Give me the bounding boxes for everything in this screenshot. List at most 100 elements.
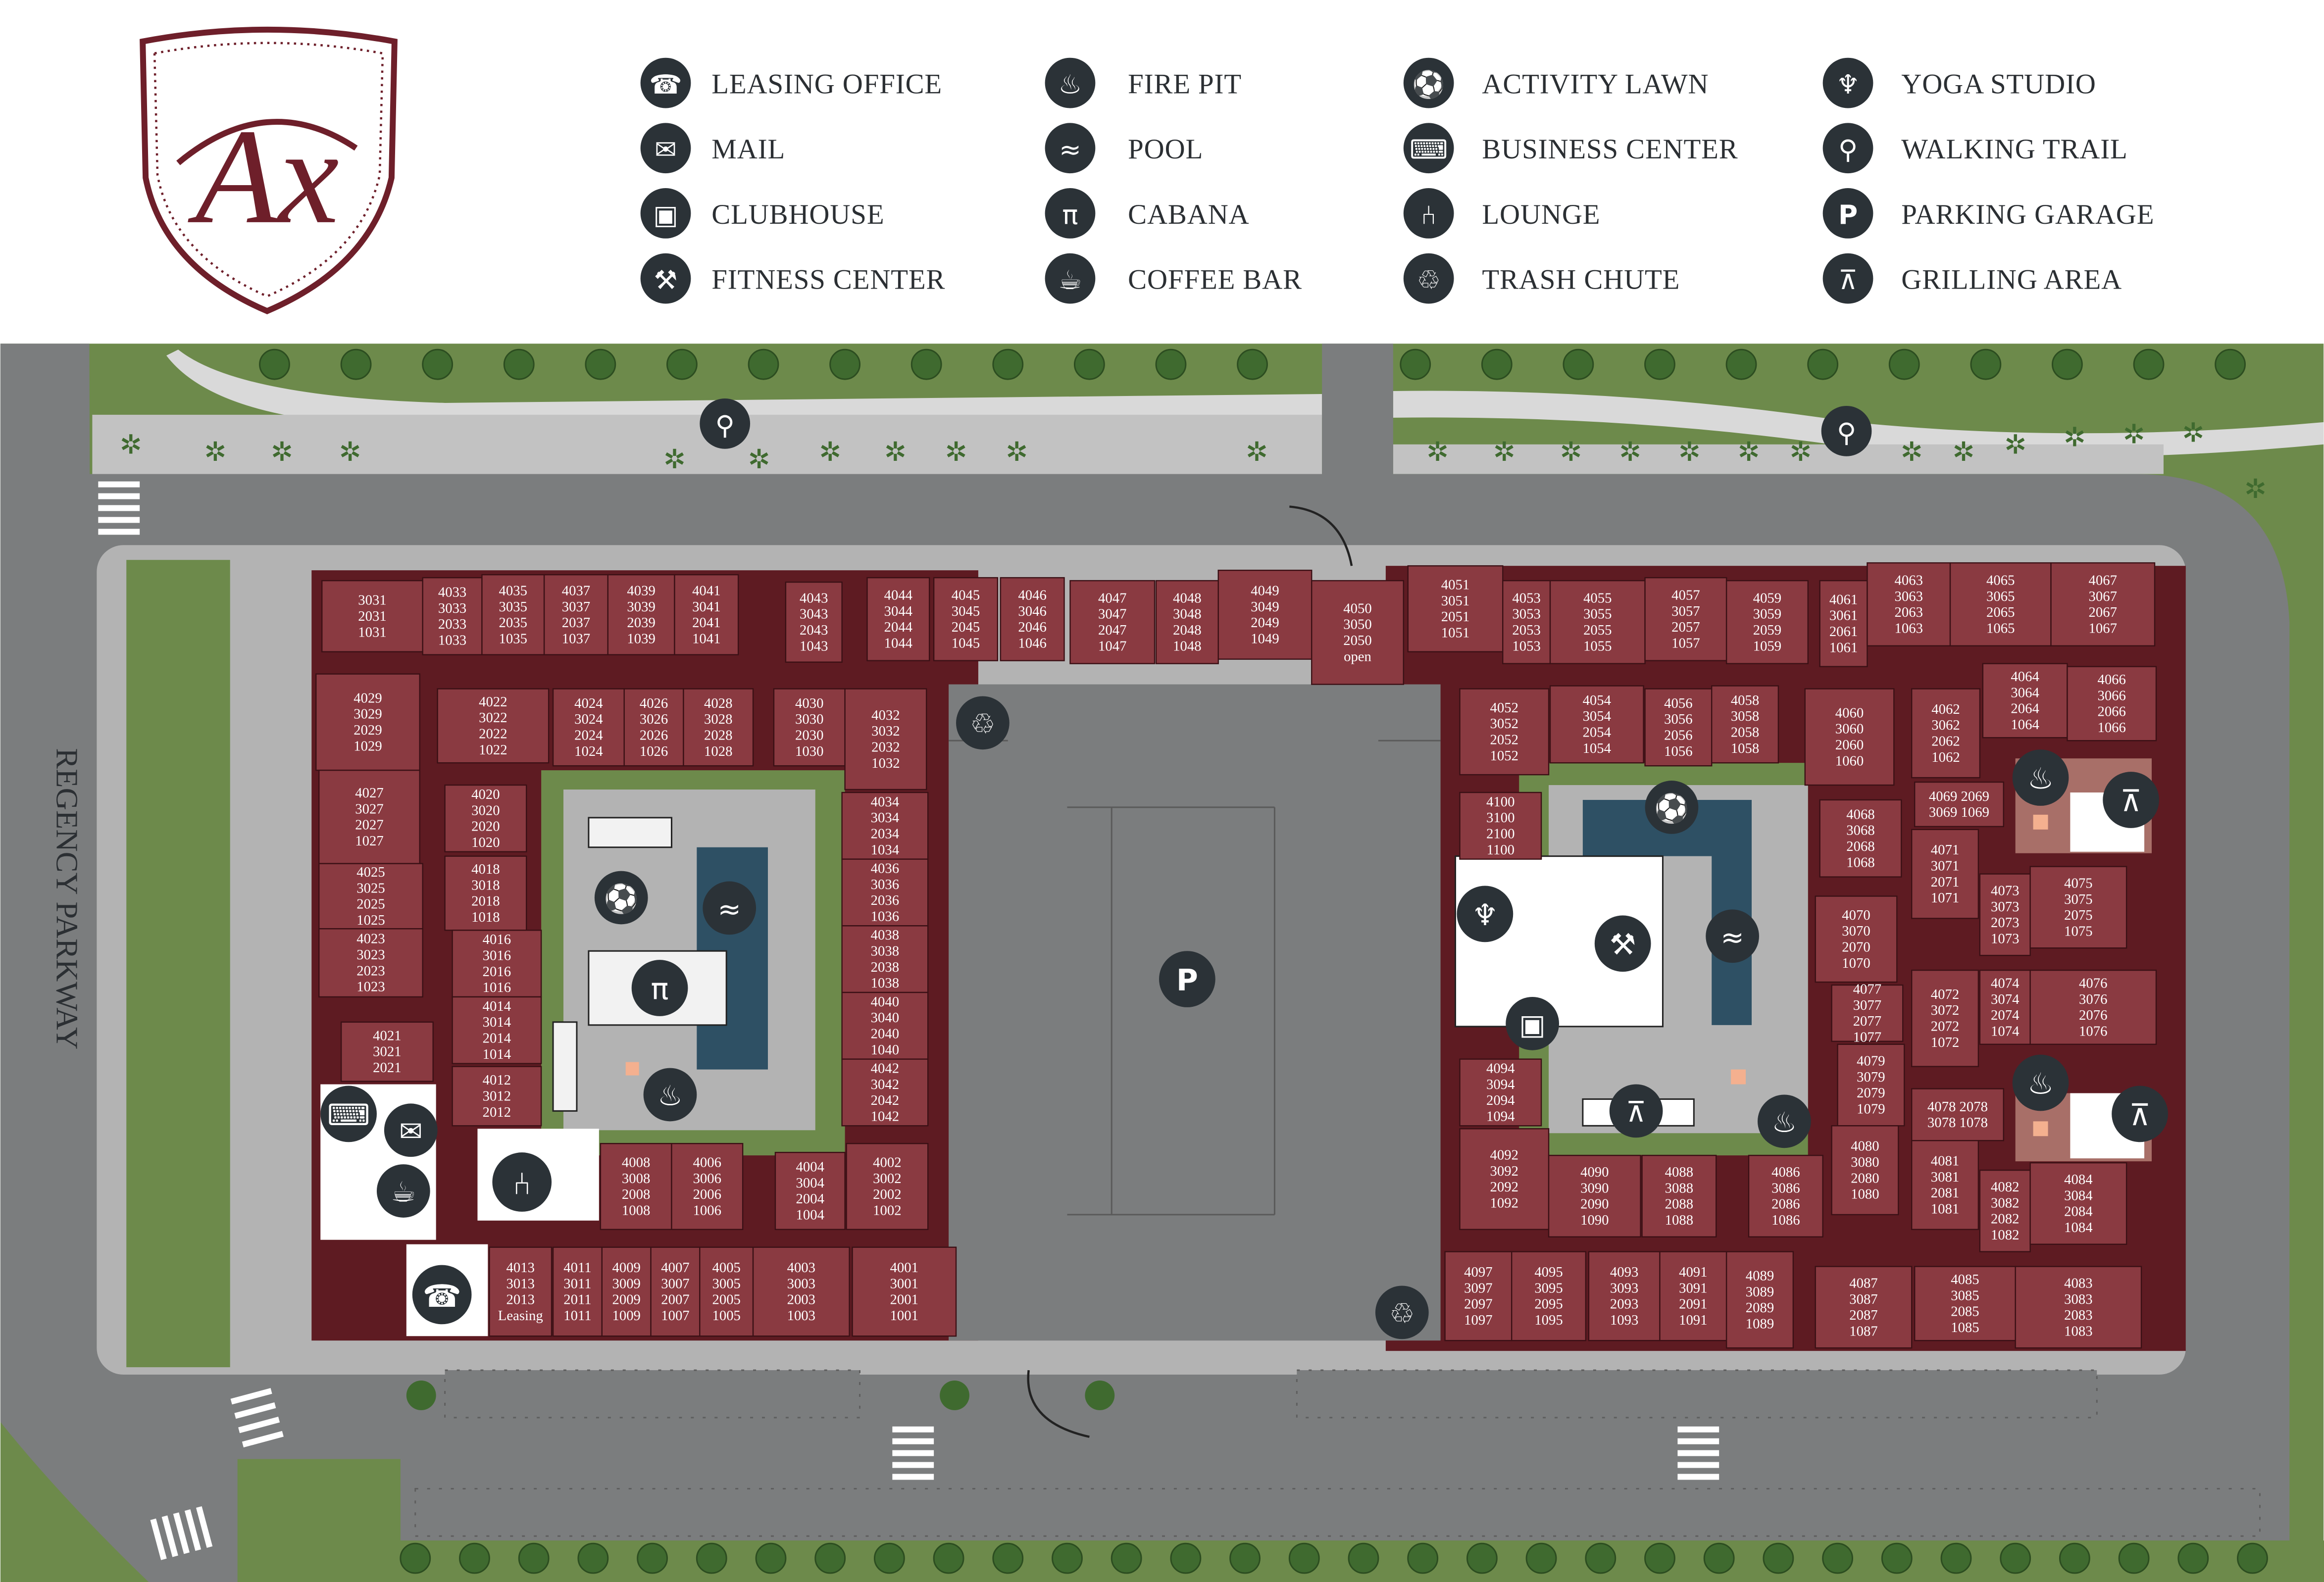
- map-marker-mail-icon[interactable]: ✉: [384, 1103, 438, 1157]
- map-marker-dumbbell-icon[interactable]: ⚒: [1594, 915, 1651, 972]
- map-marker-trash-icon[interactable]: ♲: [1375, 1285, 1429, 1339]
- map-marker-grill-icon[interactable]: ⊼: [2112, 1086, 2168, 1142]
- map-marker-walker-icon[interactable]: ⚲: [1821, 405, 1872, 456]
- map-marker-fire-icon[interactable]: ♨: [2012, 749, 2069, 806]
- map-marker-walker-icon[interactable]: ⚲: [700, 398, 751, 449]
- map-marker-computer-icon[interactable]: ⌨: [320, 1086, 377, 1142]
- map-marker-parking-icon[interactable]: P: [1159, 951, 1215, 1007]
- map-marker-fire-icon[interactable]: ♨: [643, 1068, 697, 1122]
- map-marker-ball-player-icon[interactable]: ⚽: [1645, 781, 1699, 834]
- map-marker-grill-icon[interactable]: ⊼: [1609, 1084, 1663, 1138]
- map-marker-swimmer-icon[interactable]: ≈: [1706, 909, 1759, 963]
- map-marker-ball-player-icon[interactable]: ⚽: [594, 871, 648, 925]
- map-marker-yoga-icon[interactable]: ♆: [1457, 886, 1514, 942]
- map-marker-coffee-icon[interactable]: ☕: [376, 1164, 430, 1218]
- map-marker-fire-icon[interactable]: ♨: [2012, 1054, 2069, 1111]
- map-marker-lounge-icon[interactable]: ⑃: [492, 1152, 552, 1212]
- map-marker-swimmer-icon[interactable]: ≈: [703, 881, 757, 935]
- map-marker-grill-icon[interactable]: ⊼: [2103, 772, 2159, 828]
- map-marker-tv-icon[interactable]: ▣: [1506, 996, 1559, 1050]
- map-marker-fire-icon[interactable]: ♨: [1757, 1094, 1811, 1148]
- map-marker-phone-icon[interactable]: ☎: [412, 1265, 472, 1325]
